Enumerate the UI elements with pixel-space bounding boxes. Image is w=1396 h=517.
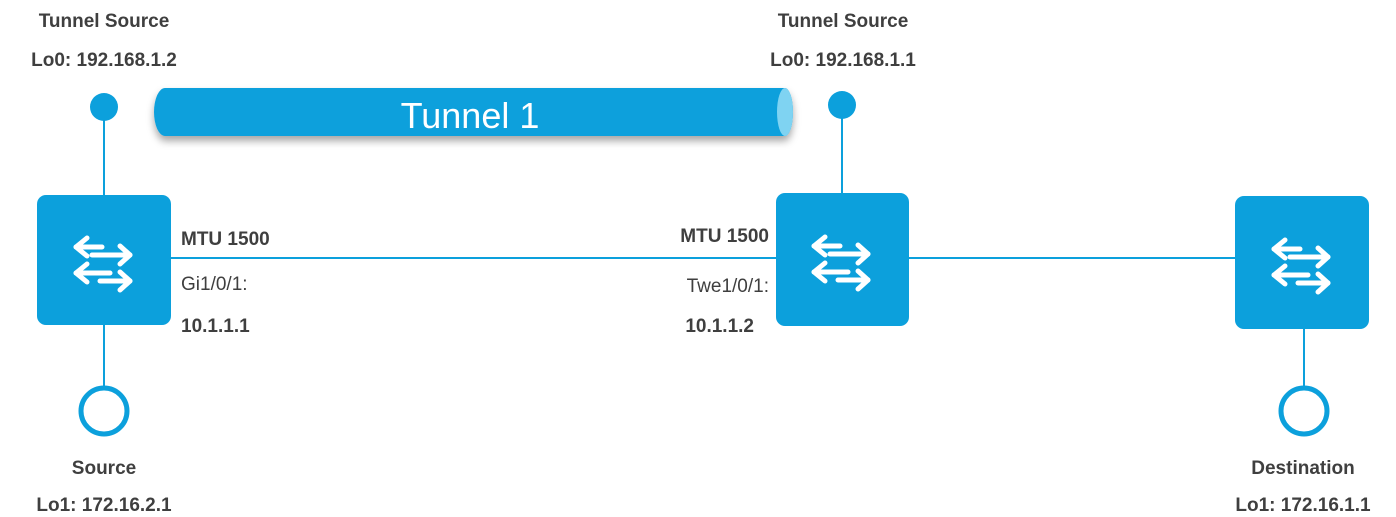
middle-tunnel-source-label: Tunnel Source (777, 11, 909, 32)
source-label: Source (71, 458, 137, 479)
tunnel-label: Tunnel 1 (401, 95, 540, 136)
switch-left (37, 195, 171, 325)
switch-right (1235, 196, 1369, 329)
middle-tunnel-source-ip: Lo0: 192.168.1.1 (770, 50, 916, 71)
middle-mtu-label: MTU 1500 (680, 226, 769, 247)
loopback-ring-icon (78, 385, 130, 437)
source-ip: Lo1: 172.16.2.1 (36, 495, 172, 516)
left-interface-ip: 10.1.1.1 (181, 316, 250, 337)
loopback-dot-icon (828, 91, 856, 119)
left-tunnel-source-label: Tunnel Source (38, 11, 170, 32)
destination-label: Destination (1251, 458, 1355, 479)
left-tunnel-source-ip: Lo0: 192.168.1.2 (31, 50, 177, 71)
switch-middle (776, 193, 909, 326)
left-interface-label: Gi1/0/1: (181, 274, 248, 295)
destination-ip: Lo1: 172.16.1.1 (1235, 495, 1371, 516)
middle-interface-label: Twe1/0/1: (686, 276, 769, 297)
tunnel-pipe (154, 88, 793, 136)
loopback-dot-icon (90, 93, 118, 121)
left-mtu-label: MTU 1500 (181, 229, 270, 250)
middle-interface-ip: 10.1.1.2 (685, 316, 754, 337)
loopback-ring-icon (1278, 385, 1330, 437)
